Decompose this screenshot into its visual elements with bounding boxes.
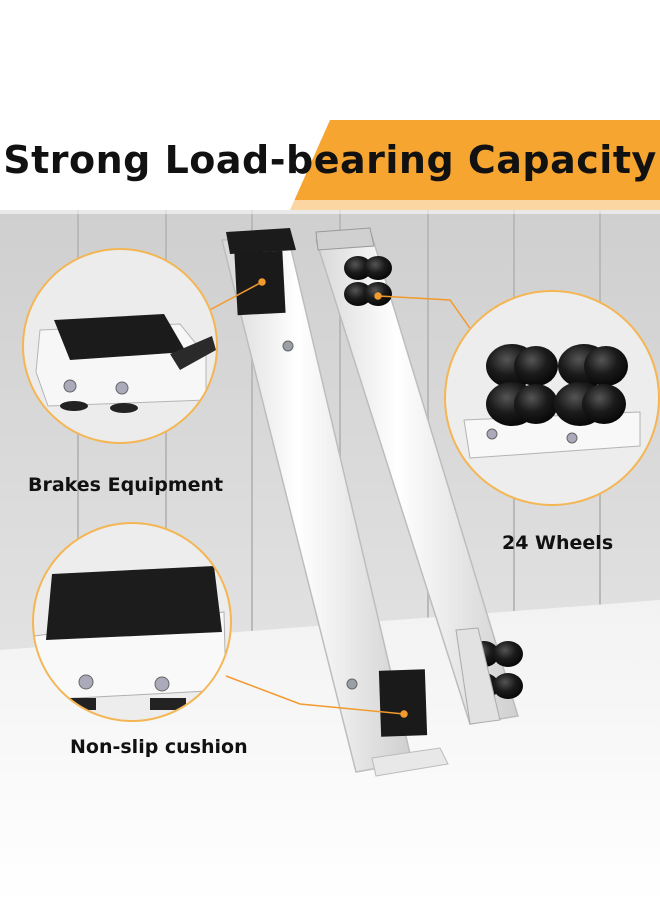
left-dolly — [221, 228, 449, 777]
title-banner — [290, 120, 660, 210]
brakes-label: Brakes Equipment — [28, 474, 224, 496]
page-title: Strong Load-bearing Capacity — [3, 138, 657, 182]
wheels-detail-circle — [444, 290, 660, 506]
leader-lines — [205, 278, 475, 718]
right-dolly — [314, 227, 523, 725]
cushion-detail-circle — [32, 522, 232, 722]
cushion-label: Non-slip cushion — [70, 736, 248, 758]
wheels-label: 24 Wheels — [502, 532, 614, 554]
brakes-detail-circle — [22, 248, 218, 444]
